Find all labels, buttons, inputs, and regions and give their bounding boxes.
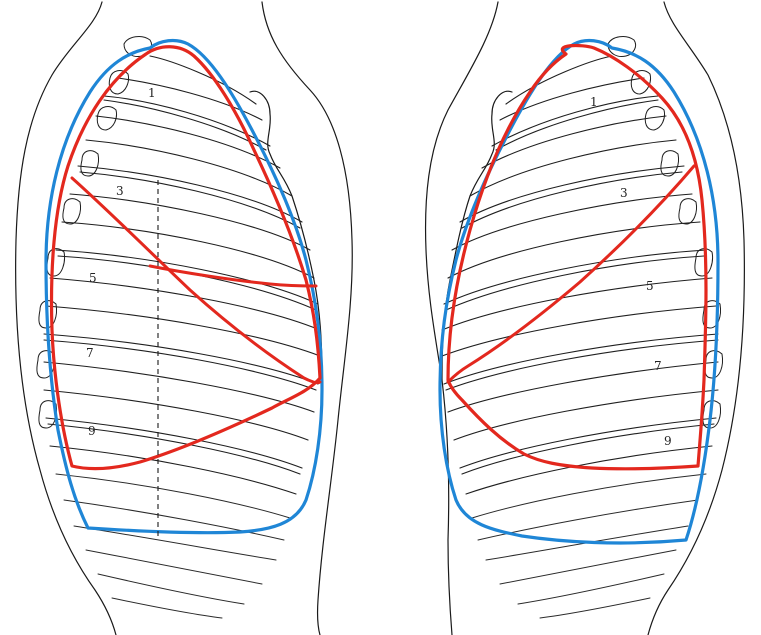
right-rib-label-5: 5	[646, 279, 654, 293]
right-rib-label-7: 7	[654, 359, 662, 373]
right-ribs	[442, 56, 718, 618]
right-sternum	[442, 91, 512, 380]
left-oblique-fissure	[72, 178, 320, 383]
right-rib-label-9: 9	[664, 434, 672, 448]
left-sternum	[250, 91, 322, 380]
right-rib-label-3: 3	[620, 186, 628, 200]
left-front-outline	[262, 2, 352, 635]
left-lung-outline	[52, 47, 320, 469]
left-rib-label-3: 3	[116, 184, 124, 198]
right-lung-outline	[448, 46, 706, 469]
left-pleura-outline	[46, 41, 322, 533]
left-rib-label-9: 9	[88, 424, 96, 438]
right-front-outline	[426, 2, 498, 635]
left-rib-label-7: 7	[86, 346, 94, 360]
left-panel: 1 3 5 7 9	[16, 2, 353, 635]
right-panel: 1 3 5 7 9	[426, 2, 745, 635]
left-rib-label-5: 5	[89, 271, 97, 285]
right-rib-label-1: 1	[590, 95, 598, 109]
left-rib-label-1: 1	[148, 86, 156, 100]
